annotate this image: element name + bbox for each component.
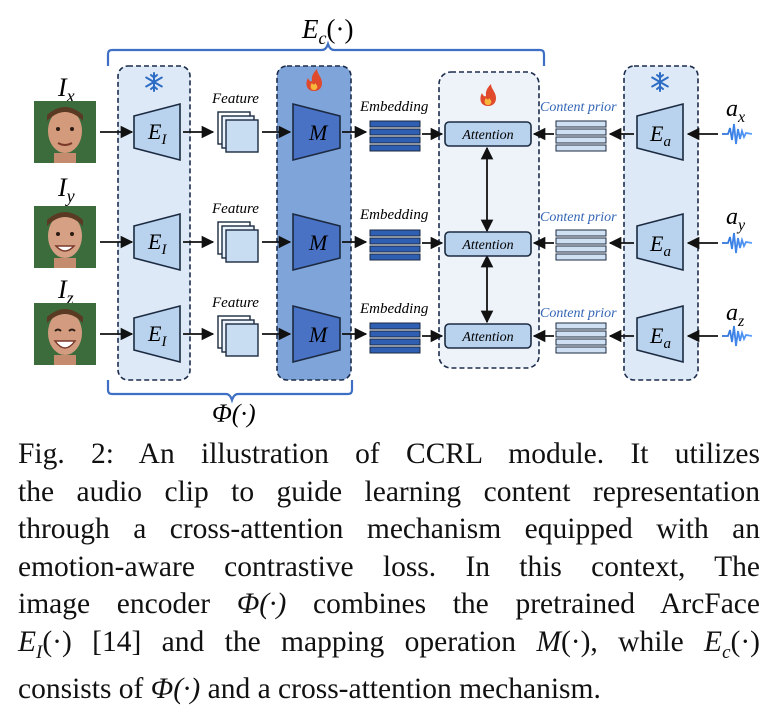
mapping-label: M: [308, 322, 329, 347]
feature-stack: [217, 111, 259, 153]
audio-label: az: [726, 300, 745, 330]
caption-line: emotion-aware contrastive loss. In this …: [18, 550, 760, 583]
caption-line: through a cross-attention mechanism equi…: [18, 513, 760, 545]
image-encoder-label: EI: [147, 229, 167, 258]
row-x: Ix EI Feature M Embedding: [34, 73, 753, 163]
image-encoder-block: [133, 212, 181, 272]
feature-label: Feature: [211, 201, 259, 217]
embedding-label: Embedding: [359, 301, 429, 317]
content-prior-stack: [555, 322, 607, 354]
flame-icon: [480, 84, 496, 106]
attention-label: Attention: [461, 330, 513, 345]
audio-encoder-block: [636, 102, 684, 162]
attention-block: [444, 121, 532, 147]
audio-encoder-block: [636, 304, 684, 364]
figure-caption: Fig. 2: An illustration of CCRL module. …: [18, 436, 760, 708]
encoder-top-label: Ec(·): [301, 14, 353, 48]
phi-bottom-bracket: [106, 380, 354, 404]
image-encoder-block: [133, 304, 181, 364]
content-prior-stack: [555, 229, 607, 261]
input-label: Iz: [57, 275, 74, 308]
embedding-label: Embedding: [359, 99, 429, 115]
mapping-label: M: [308, 230, 329, 255]
image-encoder-block: [133, 102, 181, 162]
face-image: [34, 101, 96, 163]
face-image: [34, 206, 96, 268]
feature-stack: [217, 221, 259, 263]
flame-icon: [306, 69, 322, 91]
encoder-top-bracket: [106, 40, 546, 66]
audio-label: ay: [726, 204, 746, 234]
input-label: Ix: [57, 73, 75, 106]
mapping-block: [292, 102, 341, 162]
embedding-label: Embedding: [359, 207, 429, 223]
caption-line: the audio clip to guide learning content…: [18, 475, 760, 508]
embedding-stack: [369, 120, 421, 152]
image-encoder-label: EI: [147, 321, 167, 350]
audio-label: ax: [726, 96, 745, 126]
mapping-block: [292, 304, 341, 364]
caption-line: consists of Φ(·) and a cross-attention m…: [18, 672, 601, 705]
phi-bottom-label: Φ(·): [212, 399, 256, 428]
attention-label: Attention: [461, 128, 513, 143]
audio-encoder-label: Ea: [649, 231, 671, 260]
mapping-label: M: [308, 120, 329, 145]
content-prior-label: Content prior: [540, 306, 617, 321]
attention-label: Attention: [461, 238, 513, 253]
caption-line: image encoder Φ(·) combines the pretrain…: [18, 588, 760, 620]
attention-block: [444, 323, 532, 349]
attention-block: [444, 231, 532, 257]
content-prior-stack: [555, 120, 607, 152]
content-prior-label: Content prior: [540, 210, 617, 225]
feature-stack: [217, 315, 259, 357]
feature-label: Feature: [211, 295, 259, 311]
waveform-icon: [722, 325, 753, 347]
image-encoder-label: EI: [147, 119, 167, 148]
audio-encoder-label: Ea: [649, 323, 671, 352]
embedding-stack: [369, 229, 421, 261]
embedding-stack: [369, 322, 421, 354]
audio-encoder-block: [636, 212, 684, 272]
input-label: Iy: [57, 173, 75, 206]
mapping-block: [292, 212, 341, 272]
audio-encoder-label: Ea: [649, 121, 671, 150]
waveform-icon: [722, 123, 753, 145]
row-z: Iz EI Feature M Embedding: [34, 275, 753, 365]
caption-line: Fig. 2: An illustration of CCRL module. …: [18, 438, 760, 470]
feature-label: Feature: [211, 91, 259, 107]
ccrl-diagram: Ec(·) Φ(·) Ix EI: [34, 14, 753, 428]
caption-line: EI(·) [14] and the mapping operation M(·…: [18, 625, 760, 663]
row-y: Iy EI Feature M Embedding: [34, 173, 753, 272]
snowflake-icon: [651, 72, 669, 92]
face-image: [34, 303, 96, 365]
snowflake-icon: [145, 72, 163, 92]
content-prior-label: Content prior: [540, 100, 617, 115]
waveform-icon: [722, 232, 753, 254]
